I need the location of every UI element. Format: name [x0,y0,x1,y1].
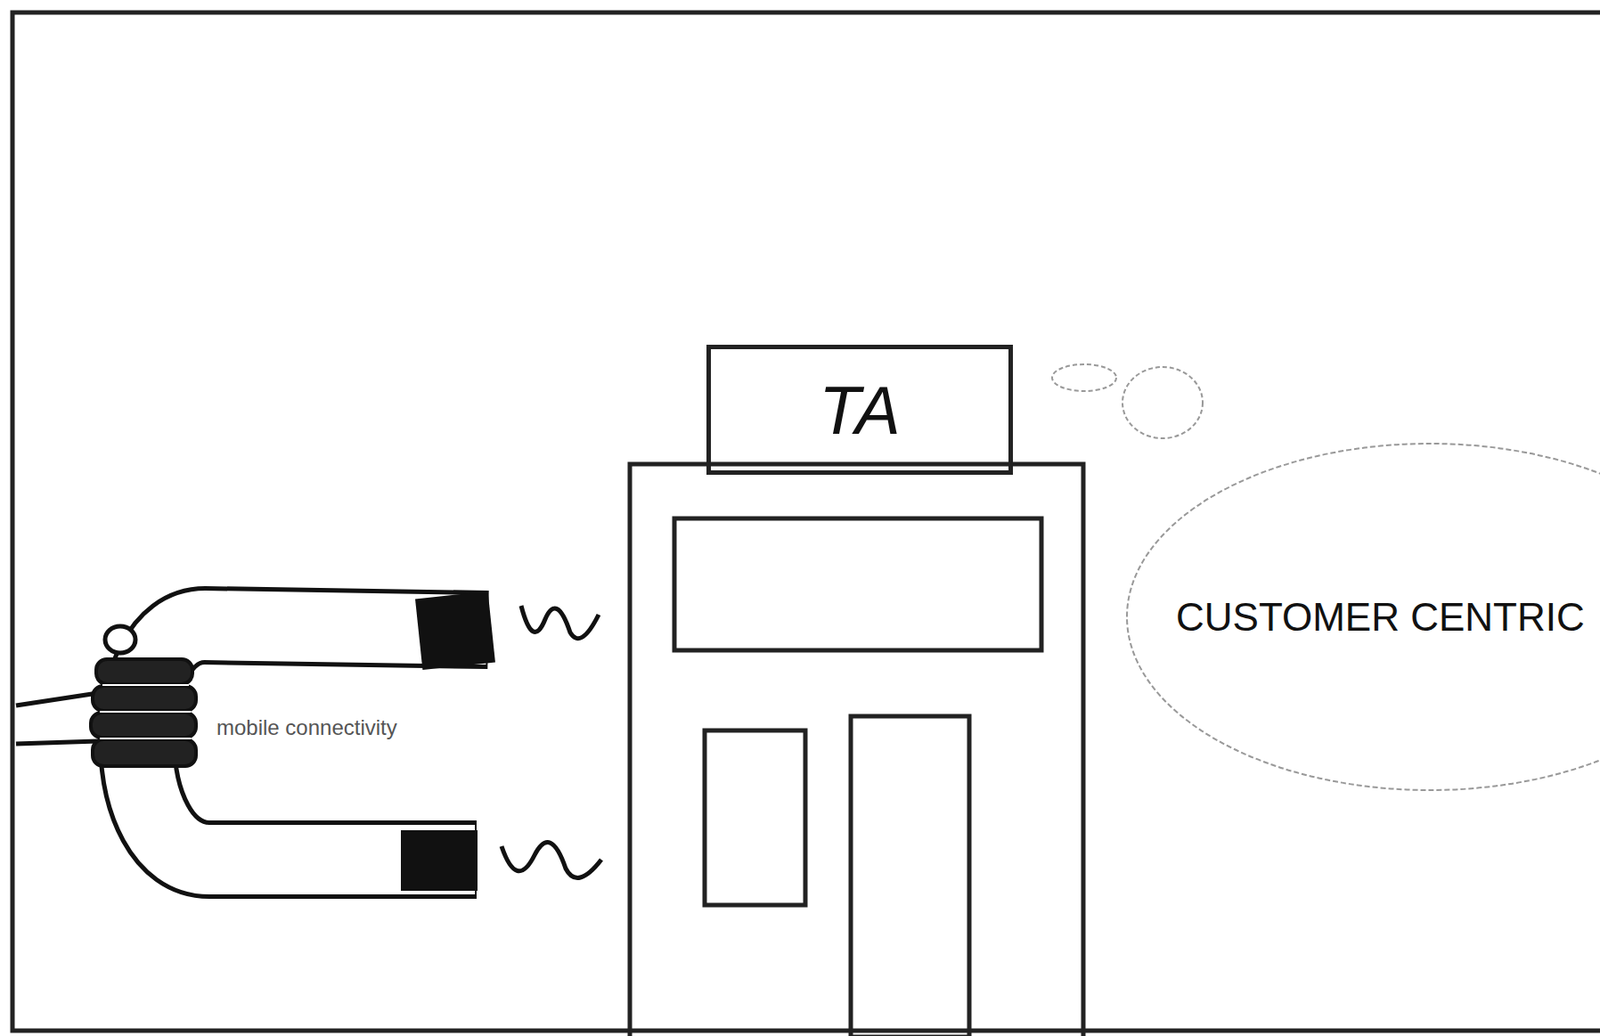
thought-cloud: CUSTOMER CENTRIC [1118,436,1600,798]
wave-lines [501,605,602,878]
building [629,464,1084,1036]
thought-puffs [1052,364,1203,439]
sign-text: TA [818,371,900,449]
sign-box: TA [706,344,1013,475]
magnet-label: mobile connectivity [216,715,398,741]
cloud-text: CUSTOMER CENTRIC [1175,595,1585,640]
magnet [16,591,496,891]
